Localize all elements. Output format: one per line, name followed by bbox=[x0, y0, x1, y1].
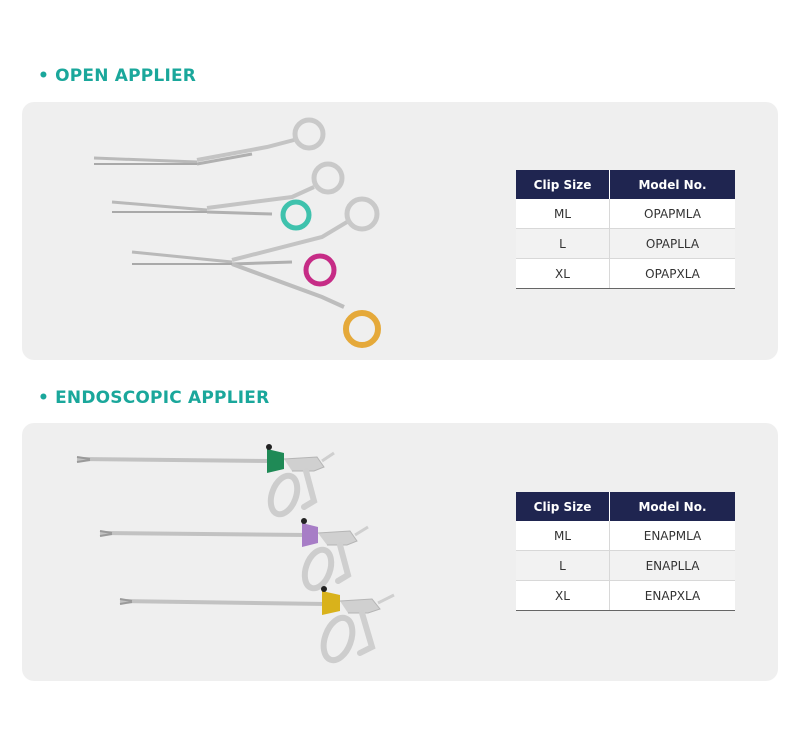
table-row: L OPAPLLA bbox=[516, 228, 735, 259]
endoscopic-applier-spec-table: Clip Size Model No. ML ENAPMLA L ENAPLLA… bbox=[516, 492, 735, 611]
cell-clip-size: ML bbox=[516, 199, 610, 229]
table-header-row: Clip Size Model No. bbox=[516, 170, 735, 199]
column-header-model-no: Model No. bbox=[609, 492, 735, 521]
column-header-clip-size: Clip Size bbox=[533, 177, 592, 192]
cell-model-no: OPAPLLA bbox=[609, 228, 735, 259]
open-applier-illustration bbox=[93, 117, 381, 348]
endo-applier-green bbox=[76, 444, 335, 518]
cell-model-no: ENAPMLA bbox=[609, 521, 735, 551]
table-header-row: Clip Size Model No. bbox=[516, 492, 735, 521]
endo-applier-yellow bbox=[119, 586, 395, 664]
open-applier-magenta bbox=[131, 196, 380, 287]
cell-model-no: ENAPXLA bbox=[609, 580, 735, 611]
bullet: • bbox=[38, 66, 50, 86]
open-applier-teal bbox=[111, 161, 345, 231]
open-applier-spec-table: Clip Size Model No. ML OPAPMLA L OPAPLLA… bbox=[516, 170, 735, 289]
cell-clip-size: L bbox=[516, 550, 610, 581]
endoscopic-applier-illustration bbox=[76, 444, 395, 664]
cell-clip-size: ML bbox=[516, 521, 610, 551]
table-row: ML OPAPMLA bbox=[516, 199, 735, 229]
section-title-endoscopic-applier: •ENDOSCOPIC APPLIER bbox=[38, 388, 269, 408]
section-title-text: OPEN APPLIER bbox=[55, 66, 197, 86]
panel-open-applier: Clip Size Model No. ML OPAPMLA L OPAPLLA… bbox=[22, 102, 778, 360]
bullet: • bbox=[38, 388, 50, 408]
section-title-open-applier: •OPEN APPLIER bbox=[38, 66, 196, 86]
cell-clip-size: XL bbox=[516, 258, 610, 289]
table-row: XL ENAPXLA bbox=[516, 580, 735, 611]
column-header-model-no: Model No. bbox=[609, 170, 735, 199]
table-row: XL OPAPXLA bbox=[516, 258, 735, 289]
section-title-text: ENDOSCOPIC APPLIER bbox=[55, 388, 270, 408]
open-applier-yellow bbox=[231, 262, 381, 348]
table-row: L ENAPLLA bbox=[516, 550, 735, 581]
panel-endoscopic-applier: Clip Size Model No. ML ENAPMLA L ENAPLLA… bbox=[22, 423, 778, 681]
cell-model-no: OPAPMLA bbox=[609, 199, 735, 229]
column-header-clip-size: Clip Size bbox=[533, 499, 592, 514]
endo-applier-purple bbox=[99, 518, 369, 592]
table-row: ML ENAPMLA bbox=[516, 521, 735, 551]
open-applier-large bbox=[93, 117, 326, 166]
cell-clip-size: XL bbox=[516, 580, 610, 611]
cell-model-no: OPAPXLA bbox=[609, 258, 735, 289]
cell-clip-size: L bbox=[516, 228, 610, 259]
cell-model-no: ENAPLLA bbox=[609, 550, 735, 581]
